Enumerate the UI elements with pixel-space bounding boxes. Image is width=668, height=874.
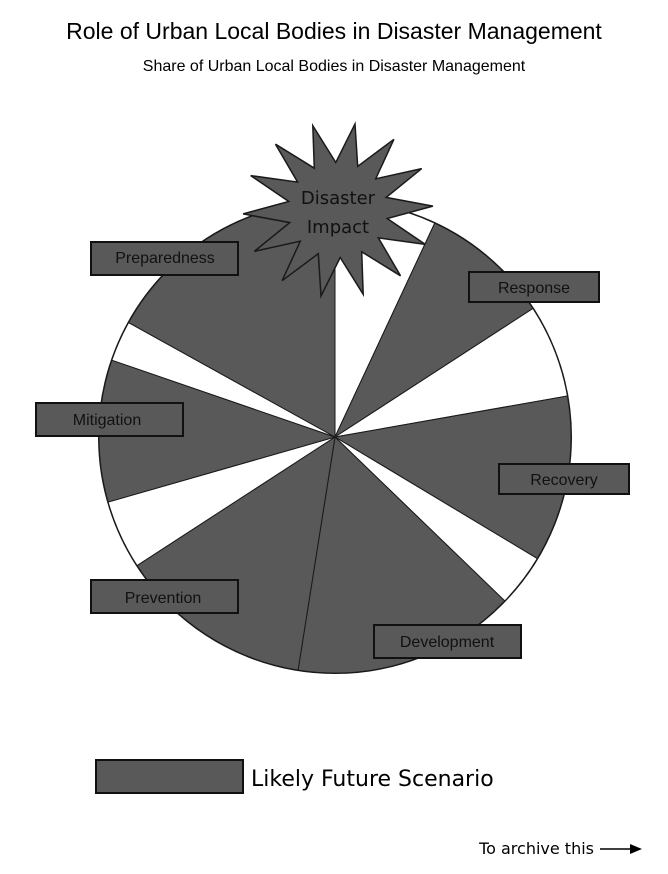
disaster-impact-line2: Impact xyxy=(307,217,369,238)
wedge-development xyxy=(297,435,506,674)
disaster-impact-line1: Disaster xyxy=(301,188,376,209)
label-preparedness: Preparedness xyxy=(90,241,239,276)
legend-swatch xyxy=(95,759,244,794)
footer-archive[interactable]: To archive this xyxy=(478,839,642,858)
label-development-text: Development xyxy=(400,634,495,651)
page-title: Role of Urban Local Bodies in Disaster M… xyxy=(66,18,602,44)
label-preparedness-text: Preparedness xyxy=(115,250,215,267)
legend: Likely Future Scenario xyxy=(95,759,494,794)
footer-archive-text[interactable]: To archive this xyxy=(478,839,594,858)
label-recovery: Recovery xyxy=(498,463,630,495)
label-development: Development xyxy=(373,624,522,659)
label-prevention-text: Prevention xyxy=(125,590,202,607)
label-recovery-text: Recovery xyxy=(530,472,598,489)
label-response-text: Response xyxy=(498,280,570,297)
label-response: Response xyxy=(468,271,600,303)
disaster-impact-starburst xyxy=(242,121,434,299)
label-mitigation-text: Mitigation xyxy=(73,412,141,429)
legend-label: Likely Future Scenario xyxy=(251,767,494,792)
page-subtitle: Share of Urban Local Bodies in Disaster … xyxy=(142,58,526,75)
arrow-head-icon xyxy=(630,844,642,854)
label-prevention: Prevention xyxy=(90,579,239,614)
label-mitigation: Mitigation xyxy=(35,402,184,437)
